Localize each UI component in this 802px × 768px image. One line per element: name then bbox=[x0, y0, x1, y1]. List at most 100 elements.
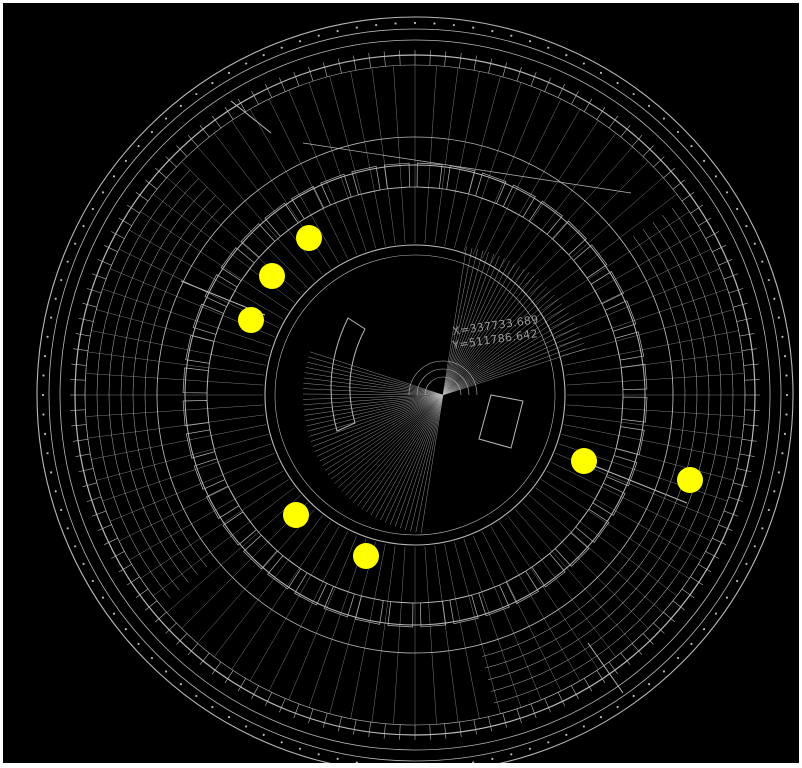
outer-room-divider bbox=[383, 51, 386, 67]
outer-tick bbox=[761, 260, 764, 263]
outer-tick bbox=[50, 471, 53, 474]
outer-room-divider bbox=[583, 678, 593, 692]
radial-line bbox=[546, 229, 701, 320]
radial-line bbox=[564, 424, 739, 460]
fan-line bbox=[357, 394, 444, 507]
fan-line bbox=[442, 253, 495, 396]
room-block bbox=[185, 334, 215, 364]
fan-line bbox=[310, 394, 444, 442]
outer-room-divider bbox=[681, 191, 695, 202]
outer-tick bbox=[164, 117, 168, 120]
outer-room-divider bbox=[337, 58, 342, 74]
yellow-marker-2[interactable] bbox=[259, 263, 285, 289]
outer-tick bbox=[82, 562, 85, 565]
outer-room-divider bbox=[322, 713, 328, 728]
fan-line bbox=[405, 394, 444, 530]
room-block bbox=[573, 244, 608, 279]
outer-room-divider bbox=[705, 551, 719, 559]
cad-viewport[interactable]: X=337733.689 Y=511786.642 bbox=[3, 3, 799, 763]
room-block bbox=[419, 600, 447, 628]
fan-line bbox=[442, 317, 572, 396]
radial-line bbox=[535, 487, 677, 597]
yellow-marker-5[interactable] bbox=[677, 467, 703, 493]
building-wing-arc bbox=[120, 186, 208, 583]
radial-line bbox=[213, 133, 323, 275]
fan-line bbox=[353, 394, 444, 503]
yellow-marker-3[interactable] bbox=[238, 307, 264, 333]
radial-line bbox=[522, 502, 649, 629]
room-block bbox=[446, 165, 476, 195]
room-block bbox=[204, 274, 238, 308]
room-block bbox=[243, 534, 278, 570]
yellow-marker-7[interactable] bbox=[353, 543, 379, 569]
outer-room-divider bbox=[322, 62, 328, 77]
outer-room-divider bbox=[596, 106, 606, 120]
outer-room-divider bbox=[78, 468, 94, 473]
outer-room-divider bbox=[293, 71, 300, 87]
outer-tick bbox=[736, 579, 739, 583]
fan-line bbox=[309, 394, 444, 437]
outer-tick bbox=[101, 191, 105, 194]
outer-room-divider bbox=[165, 622, 177, 634]
radial-line bbox=[91, 330, 266, 366]
fan-line bbox=[442, 298, 559, 396]
outer-room-divider bbox=[744, 409, 760, 411]
outer-room-divider bbox=[583, 98, 593, 112]
room-block bbox=[505, 570, 539, 604]
outer-tick bbox=[714, 175, 718, 178]
radial-line bbox=[153, 487, 295, 597]
outer-tick bbox=[785, 374, 788, 377]
fan-line bbox=[442, 337, 582, 396]
outer-room-divider bbox=[308, 66, 314, 82]
outer-tick bbox=[785, 413, 788, 416]
radial-line bbox=[231, 521, 331, 670]
outer-room-divider bbox=[723, 510, 739, 517]
radial-line bbox=[87, 414, 265, 439]
outer-room-divider bbox=[224, 670, 234, 684]
outer-tick bbox=[648, 682, 651, 686]
radial-line bbox=[541, 211, 690, 311]
radial-line bbox=[566, 373, 745, 386]
building-wing-arc bbox=[479, 546, 624, 646]
outer-room-divider bbox=[698, 217, 712, 227]
outer-room-divider bbox=[608, 661, 619, 675]
radial-line bbox=[102, 288, 272, 347]
radial-line bbox=[140, 211, 289, 311]
outer-tick bbox=[41, 393, 45, 397]
outer-tick bbox=[785, 393, 789, 397]
outer-room-divider bbox=[126, 576, 140, 586]
straight-line bbox=[587, 642, 624, 694]
yellow-marker-4[interactable] bbox=[571, 448, 597, 474]
plan-room-blocks bbox=[70, 50, 760, 740]
fan-line bbox=[306, 394, 444, 427]
yellow-marker-1[interactable] bbox=[296, 225, 322, 251]
outer-room-divider bbox=[176, 633, 188, 645]
plan-fan-lines bbox=[303, 246, 586, 534]
outer-tick bbox=[66, 527, 69, 530]
outer-room-divider bbox=[663, 611, 676, 623]
room-block bbox=[552, 220, 587, 256]
radial-line bbox=[102, 443, 272, 502]
fan-line bbox=[380, 394, 444, 521]
fan-line bbox=[442, 348, 586, 396]
fan-line bbox=[304, 372, 444, 396]
outer-tick bbox=[452, 23, 455, 27]
fan-line bbox=[303, 383, 444, 396]
building-wing-arc bbox=[497, 588, 683, 715]
room-block bbox=[192, 303, 225, 335]
ring-1 bbox=[36, 16, 794, 763]
radial-line bbox=[249, 109, 340, 264]
room-block bbox=[185, 429, 216, 459]
fan-line bbox=[442, 263, 515, 396]
outer-room-divider bbox=[187, 643, 199, 656]
room-block bbox=[351, 165, 381, 196]
room-block bbox=[615, 426, 645, 456]
fan-arc bbox=[416, 368, 470, 396]
outer-room-divider bbox=[75, 333, 91, 337]
yellow-marker-6[interactable] bbox=[283, 502, 309, 528]
outer-room-divider bbox=[473, 719, 477, 735]
radial-line bbox=[350, 71, 386, 246]
outer-room-divider bbox=[75, 453, 91, 457]
outer-tick bbox=[528, 40, 532, 43]
fan-line bbox=[370, 394, 444, 516]
